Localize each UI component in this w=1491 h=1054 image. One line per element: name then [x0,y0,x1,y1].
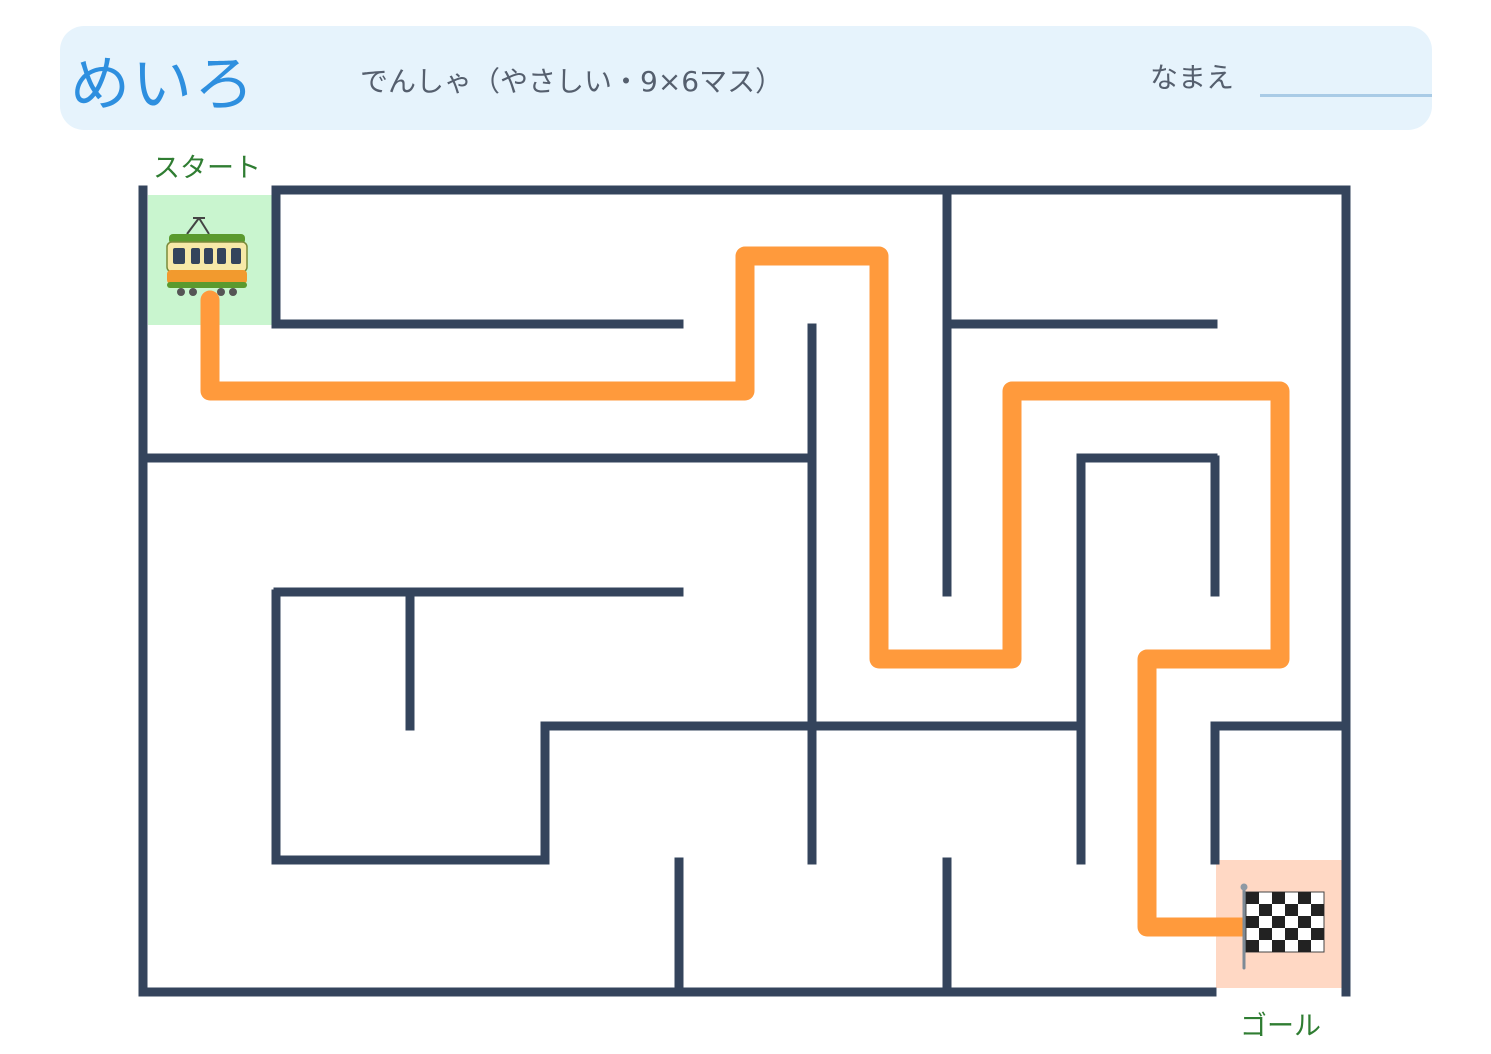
goal-label: ゴール [1240,1011,1321,1042]
name-input-line[interactable] [1260,94,1432,97]
start-label: スタート [153,153,261,184]
name-label: なまえ [1150,61,1235,94]
train-icon [166,217,248,296]
maze-walls [138,185,1351,997]
page-subtitle: でんしゃ（やさしい・9×6マス） [360,65,784,98]
solution-path [200,246,1290,937]
header-bar: めいろ でんしゃ（やさしい・9×6マス） なまえ [60,26,1432,130]
page-title: めいろ [70,50,256,120]
checkered-flag-icon [1240,883,1325,970]
